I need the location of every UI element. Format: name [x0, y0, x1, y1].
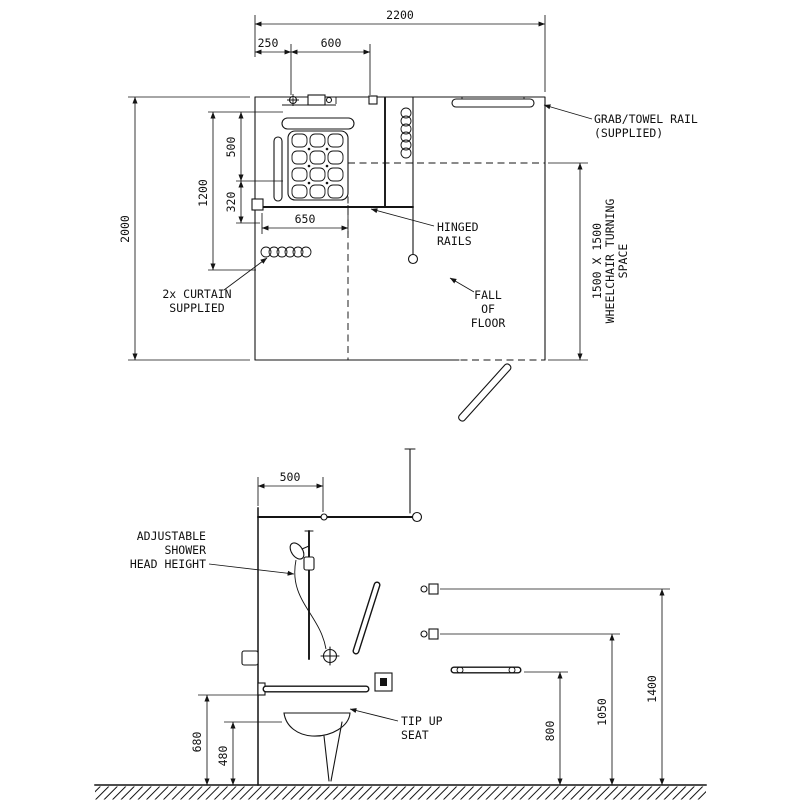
seat-legs	[323, 721, 343, 782]
wall-bracket-upper	[420, 583, 439, 595]
dimension-250-600: 250 600	[254, 36, 371, 95]
shower-unit-plan	[307, 94, 326, 106]
dim-1050-text: 1050	[595, 698, 609, 726]
shower-head-icon	[289, 542, 305, 560]
fall-label-3: FLOOR	[471, 316, 506, 330]
hinged-rails-plan	[251, 97, 414, 211]
dimension-500-320-1200: 500 320 1200	[196, 111, 283, 271]
hinged-rails-label-2: RAILS	[437, 234, 472, 248]
dim-800-text: 800	[543, 721, 557, 742]
tip-up-seat-label-2: SEAT	[401, 728, 429, 742]
annotation-tip-up-seat: TIP UP SEAT	[349, 708, 443, 742]
shower-hose	[294, 559, 327, 650]
turning-space-text-2: WHEELCHAIR TURNING	[603, 199, 617, 324]
grab-rail-label-1: GRAB/TOWEL RAIL	[594, 112, 698, 126]
dim-600-text: 600	[321, 36, 342, 50]
turning-space-text-1: 1500 X 1500	[590, 223, 604, 299]
annotation-hinged-rails: HINGED RAILS	[370, 208, 479, 248]
shower-head-label-1: ADJUSTABLE	[137, 529, 206, 543]
dim-680-text: 680	[190, 732, 204, 753]
annotation-grab-rail: GRAB/TOWEL RAIL (SUPPLIED)	[543, 104, 698, 140]
grab-rail-label-2: (SUPPLIED)	[594, 126, 663, 140]
door-leaf	[458, 363, 512, 422]
fall-label-1: FALL	[474, 288, 502, 302]
dim-500-text: 500	[224, 137, 238, 158]
dimension-1400: 1400	[440, 588, 670, 786]
annotation-curtain: 2x CURTAIN SUPPLIED	[162, 257, 268, 315]
grab-towel-rail-plan	[451, 97, 535, 108]
seat-body	[287, 130, 349, 201]
dimension-turning-space: 1500 X 1500 WHEELCHAIR TURNING SPACE	[548, 162, 630, 361]
horizontal-grab-rail-right	[450, 666, 522, 674]
dim-480-text: 480	[216, 746, 230, 767]
dimension-500-elev: 500	[257, 470, 324, 512]
ceiling-rail	[257, 448, 423, 523]
fall-label-2: OF	[481, 302, 495, 316]
dimension-680: 680	[190, 694, 258, 786]
angled-grab-rail	[352, 581, 381, 655]
shower-head-label-2: SHOWER	[164, 543, 206, 557]
dim-2000-text: 2000	[118, 215, 132, 243]
wall-bracket-lower	[420, 628, 439, 640]
dim-650-text: 650	[295, 212, 316, 226]
curtain-label-2: SUPPLIED	[169, 301, 224, 315]
dim-250-text: 250	[258, 36, 279, 50]
dimension-480: 480	[216, 721, 282, 786]
seat-backrest	[281, 117, 355, 130]
rail-wall-bracket	[251, 198, 264, 211]
shower-fittings-plan	[282, 94, 378, 106]
horizontal-grab-rail-left	[257, 682, 370, 696]
wall-fixture-block	[241, 650, 259, 666]
dimension-650: 650	[261, 205, 349, 234]
floor-hatch	[95, 786, 706, 800]
annotation-fall-of-floor: FALL OF FLOOR	[449, 277, 506, 330]
dimension-800: 800	[524, 671, 568, 786]
turning-space-boundary	[347, 162, 546, 361]
curtain-label-1: 2x CURTAIN	[162, 287, 231, 301]
seat-profile	[283, 712, 351, 737]
shower-seat-plan	[273, 117, 355, 202]
dimension-2200: 2200	[254, 8, 546, 92]
dim-1200-text: 1200	[196, 179, 210, 207]
shower-slider	[303, 556, 315, 571]
curtain-rail-plan	[407, 96, 419, 265]
shower-assembly	[289, 530, 393, 692]
curtain-coil-vertical	[400, 107, 412, 159]
seat-armrest	[273, 136, 283, 202]
hinged-rails-label-1: HINGED	[437, 220, 479, 234]
seat-padding-pattern	[291, 133, 344, 199]
curtain-coil-horizontal	[260, 246, 312, 258]
elevation-view: 500 680 480 800 1050 1400	[94, 448, 707, 800]
rail-bracket-plan	[368, 95, 378, 105]
tip-up-seat-label-1: TIP UP	[401, 714, 443, 728]
dimension-2000: 2000	[118, 96, 250, 361]
dimension-1050: 1050	[440, 633, 620, 786]
annotation-shower-head: ADJUSTABLE SHOWER HEAD HEIGHT	[130, 529, 295, 576]
tip-up-seat	[283, 712, 351, 782]
shower-head-label-3: HEAD HEIGHT	[130, 557, 206, 571]
turning-space-text-3: SPACE	[616, 244, 630, 279]
plan-view: 2200 250 600 2000 500 320 1200 650	[118, 8, 698, 422]
dim-1400-text: 1400	[645, 675, 659, 703]
dim-320-text: 320	[224, 192, 238, 213]
dim-500-elev-text: 500	[280, 470, 301, 484]
dim-2200-text: 2200	[386, 8, 414, 22]
